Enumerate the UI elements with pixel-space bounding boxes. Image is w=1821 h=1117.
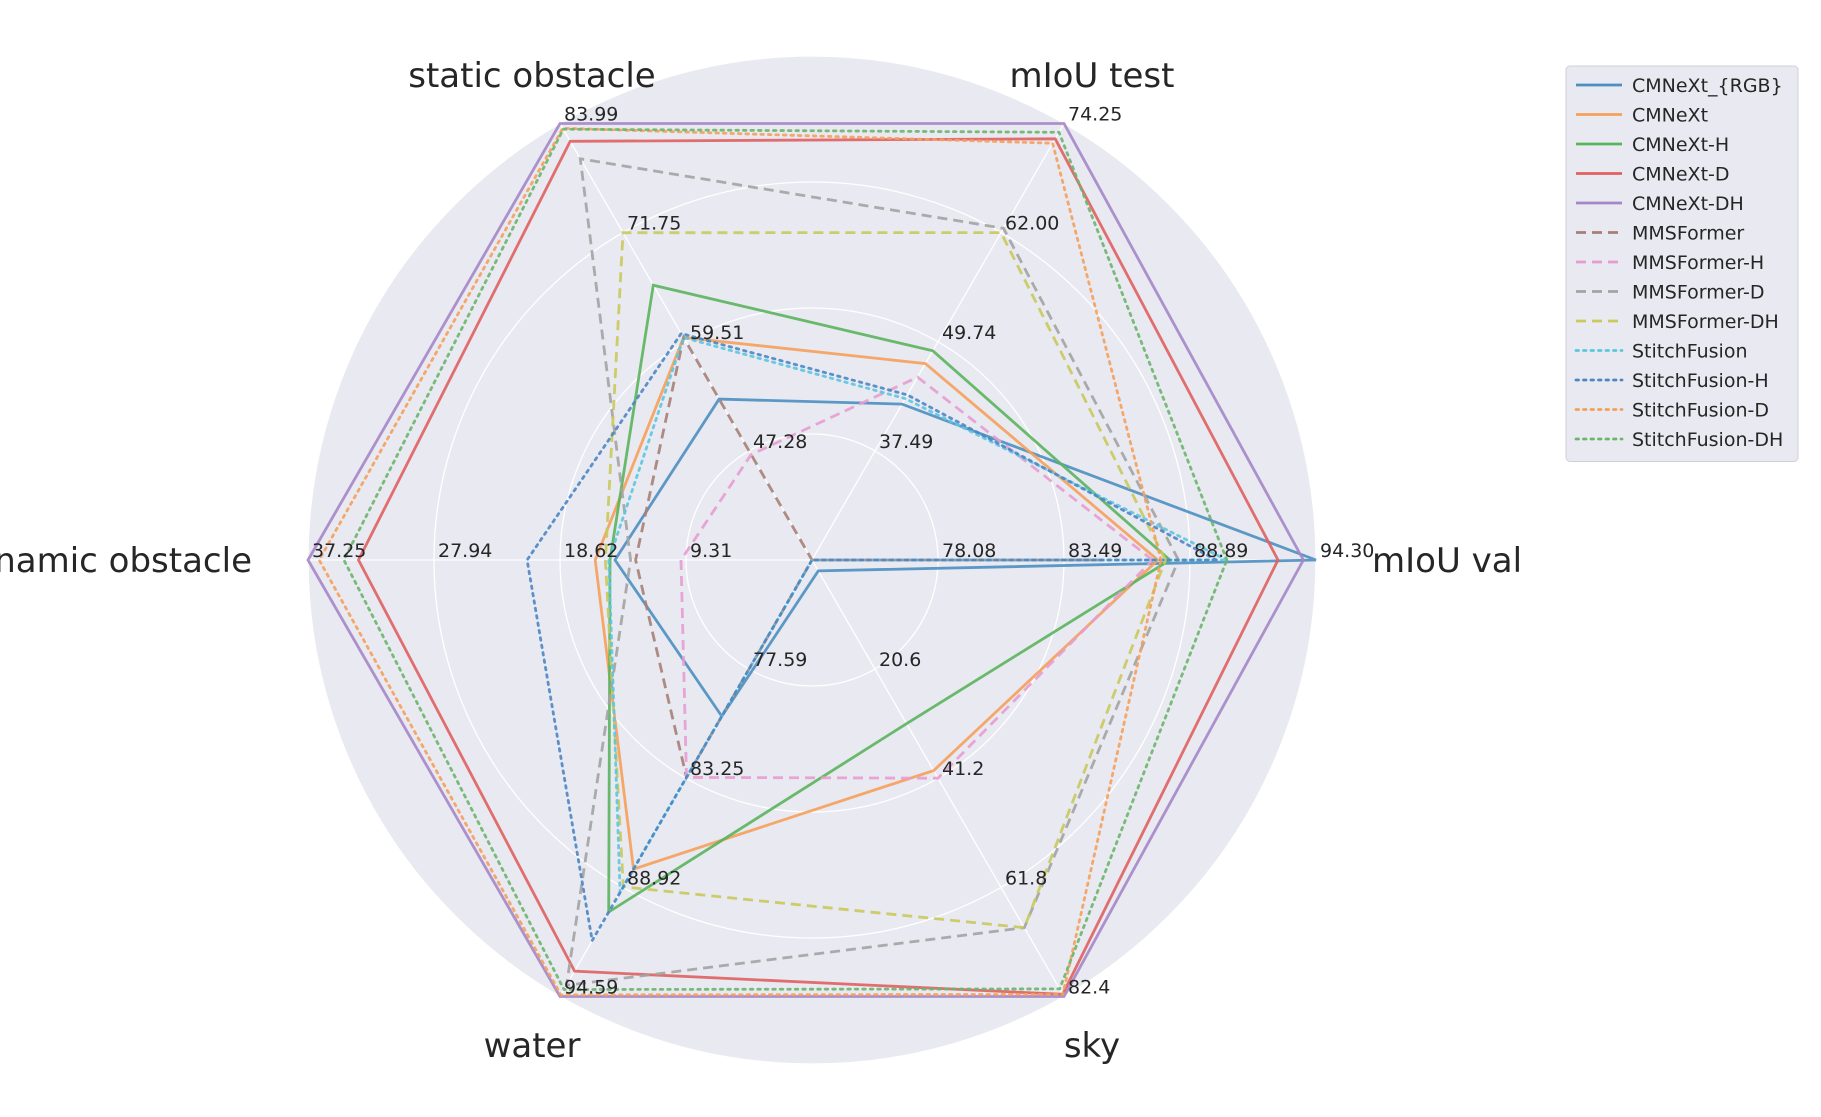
series-stitchfusion-d: [317, 126, 1163, 997]
series-cmnext-rgb: [613, 397, 1317, 719]
tick-label-miou-val-2: 83.49: [1068, 540, 1122, 562]
tick-label-static-obstacle-3: 71.75: [627, 213, 681, 235]
tick-label-static-obstacle-2: 59.51: [690, 322, 744, 344]
legend-label-stitchfusion: StitchFusion: [1632, 341, 1748, 363]
legend-label-cmnext-rgb: CMNeXt_{RGB}: [1632, 75, 1783, 97]
tick-label-static-obstacle-4: 83.99: [564, 104, 618, 126]
grid-spoke-miou-test: [811, 123, 1065, 561]
axis-title-sky: sky: [1064, 1026, 1120, 1066]
axis-titles: mIoU val mIoU test static obstacle dynamic …: [0, 56, 1522, 1066]
tick-label-water-1: 77.59: [753, 649, 807, 671]
tick-label-miou-test-1: 37.49: [879, 431, 933, 453]
axis-title-static-obstacle: static obstacle: [408, 56, 655, 96]
series-lines: [306, 122, 1317, 998]
tick-label-miou-test-3: 62.00: [1005, 213, 1059, 235]
legend-label-cmnext: CMNeXt: [1632, 105, 1708, 127]
series-mmsformer-dh: [603, 231, 1168, 930]
axis-title-miou-test: mIoU test: [1010, 56, 1175, 96]
tick-label-miou-val-4: 94.30: [1320, 540, 1374, 562]
tick-label-water-2: 83.25: [690, 758, 744, 780]
legend-box: [1565, 65, 1799, 462]
tick-label-dynamic-obstacle-2: 18.62: [564, 540, 618, 562]
tick-label-dynamic-obstacle-4: 37.25: [312, 540, 366, 562]
legend-label-stitchfusion-h: StitchFusion-H: [1632, 370, 1769, 392]
legend-label-cmnext-d: CMNeXt-D: [1632, 164, 1730, 186]
axis-title-water: water: [484, 1026, 581, 1066]
legend-label-mmsformer-d: MMSFormer-D: [1632, 282, 1764, 304]
tick-label-miou-val-1: 78.08: [942, 540, 996, 562]
series-stitchfusion-dh: [342, 127, 1229, 991]
series-mmsformer-h: [679, 375, 1155, 780]
tick-label-sky-3: 61.8: [1005, 867, 1047, 889]
series-mmsformer-d: [564, 157, 1181, 987]
tick-label-water-4: 94.59: [564, 976, 618, 998]
tick-label-miou-test-2: 49.74: [942, 322, 996, 344]
tick-label-miou-test-4: 74.25: [1068, 104, 1122, 126]
tick-label-dynamic-obstacle-1: 9.31: [690, 540, 732, 562]
series-cmnext: [593, 335, 1160, 871]
tick-label-miou-val-3: 88.89: [1194, 540, 1248, 562]
series-stitchfusion-h: [525, 331, 1217, 945]
series-cmnext-dh: [306, 122, 1305, 998]
legend-label-stitchfusion-d: StitchFusion-D: [1632, 400, 1769, 422]
tick-label-sky-2: 41.2: [942, 758, 984, 780]
tick-label-dynamic-obstacle-3: 27.94: [438, 540, 492, 562]
legend-label-mmsformer: MMSFormer: [1632, 223, 1744, 245]
legend-label-stitchfusion-dh: StitchFusion-DH: [1632, 429, 1783, 451]
series-stitchfusion: [607, 335, 1228, 898]
legend-label-cmnext-h: CMNeXt-H: [1632, 134, 1729, 156]
axis-title-dynamic-obstacle: dynamic obstacle: [0, 541, 252, 581]
legend-label-mmsformer-h: MMSFormer-H: [1632, 252, 1764, 274]
legend-label-mmsformer-dh: MMSFormer-DH: [1632, 311, 1779, 333]
tick-labels: 78.08 83.49 88.89 94.30 37.49 49.74 62.00 74.25…: [312, 104, 1374, 999]
axis-title-miou-val: mIoU val: [1372, 541, 1522, 581]
tick-label-static-obstacle-1: 47.28: [753, 431, 807, 453]
tick-label-sky-1: 20.6: [879, 649, 921, 671]
tick-label-sky-4: 82.4: [1068, 976, 1110, 998]
legend-label-cmnext-dh: CMNeXt-DH: [1632, 193, 1744, 215]
tick-label-water-3: 88.92: [627, 867, 681, 889]
